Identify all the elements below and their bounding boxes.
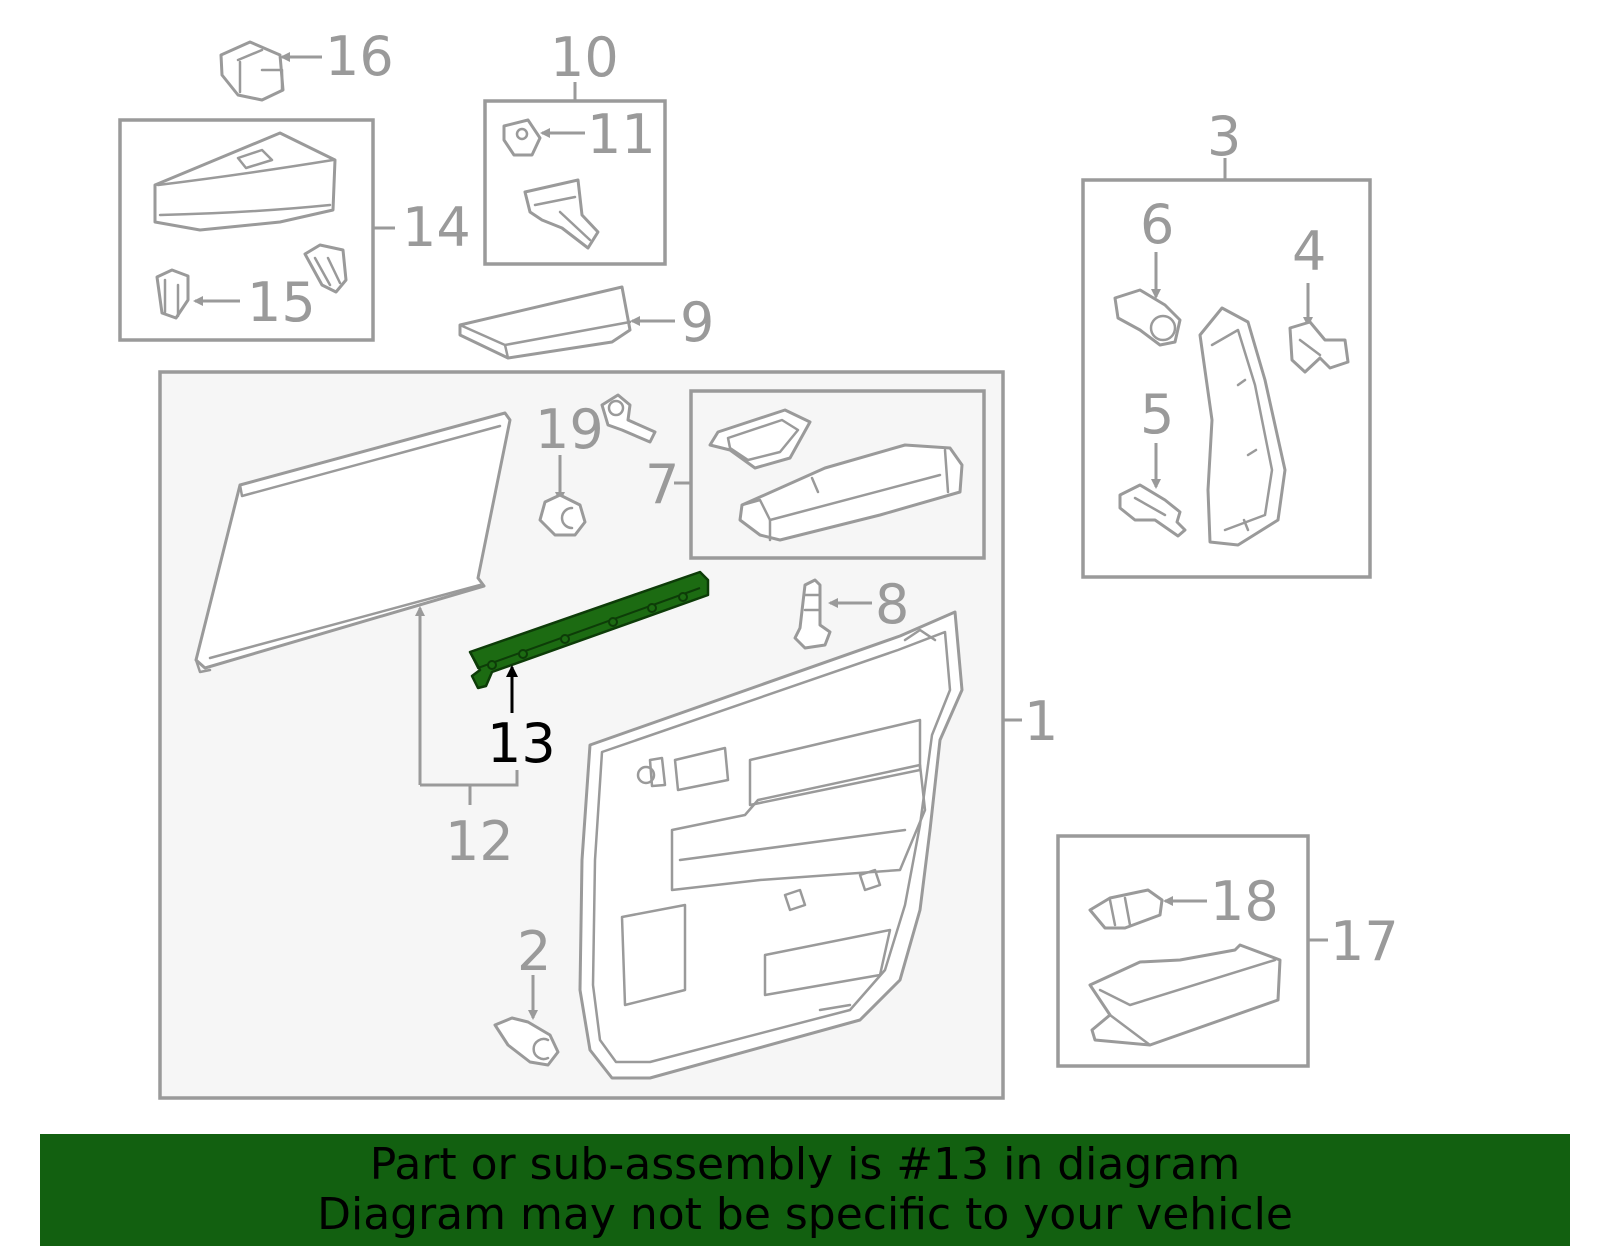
- callout-7: 7: [645, 453, 679, 516]
- callout-17: 17: [1330, 910, 1399, 973]
- clip-4[interactable]: [1288, 320, 1350, 374]
- callout-19: 19: [535, 398, 604, 461]
- callout-3: 3: [1207, 105, 1241, 168]
- callout-16: 16: [325, 25, 394, 88]
- switch-base-cover[interactable]: [153, 131, 337, 232]
- trim-panel-9[interactable]: [458, 285, 632, 360]
- bracket-10[interactable]: [523, 178, 600, 250]
- callout-4: 4: [1292, 220, 1326, 283]
- clip-19[interactable]: [538, 493, 587, 537]
- clip-18[interactable]: [1088, 888, 1164, 930]
- group-box-17: [1056, 834, 1310, 1068]
- door-trim-panel[interactable]: [578, 610, 964, 1080]
- callout-18: 18: [1210, 870, 1279, 933]
- screw-8[interactable]: [793, 578, 832, 650]
- clip-11[interactable]: [502, 118, 542, 157]
- group-box-14: [118, 118, 375, 342]
- callout-9: 9: [680, 291, 714, 354]
- banner-line-2: Diagram may not be specific to your vehi…: [317, 1189, 1293, 1240]
- group-box-7: [689, 389, 986, 560]
- callout-13: 13: [487, 712, 556, 775]
- clip-2[interactable]: [493, 1016, 560, 1067]
- clip-15a[interactable]: [155, 268, 190, 320]
- clip-16[interactable]: [219, 40, 285, 102]
- callout-6: 6: [1140, 193, 1174, 256]
- callout-8: 8: [875, 573, 909, 636]
- callout-5: 5: [1140, 383, 1174, 446]
- callout-14: 14: [402, 196, 471, 259]
- info-banner: Part or sub-assembly is #13 in diagram D…: [40, 1134, 1570, 1246]
- belt-moulding-13[interactable]: [468, 570, 710, 690]
- callout-10: 10: [550, 26, 619, 89]
- callout-2: 2: [517, 920, 551, 983]
- callout-1: 1: [1024, 690, 1058, 753]
- callout-15: 15: [247, 271, 316, 334]
- clip-5[interactable]: [1118, 483, 1187, 538]
- pocket-17[interactable]: [1088, 943, 1282, 1047]
- callout-11: 11: [587, 103, 656, 166]
- bolt-19[interactable]: [600, 393, 657, 444]
- clip-6[interactable]: [1113, 288, 1182, 347]
- clip-15b[interactable]: [303, 243, 348, 294]
- switch-bezel-7[interactable]: [708, 408, 812, 470]
- armrest-7[interactable]: [738, 443, 964, 542]
- armrest-trim-3[interactable]: [1198, 306, 1287, 547]
- callout-12: 12: [445, 810, 514, 873]
- banner-line-1: Part or sub-assembly is #13 in diagram: [369, 1139, 1241, 1190]
- window-shade-12[interactable]: [194, 411, 512, 674]
